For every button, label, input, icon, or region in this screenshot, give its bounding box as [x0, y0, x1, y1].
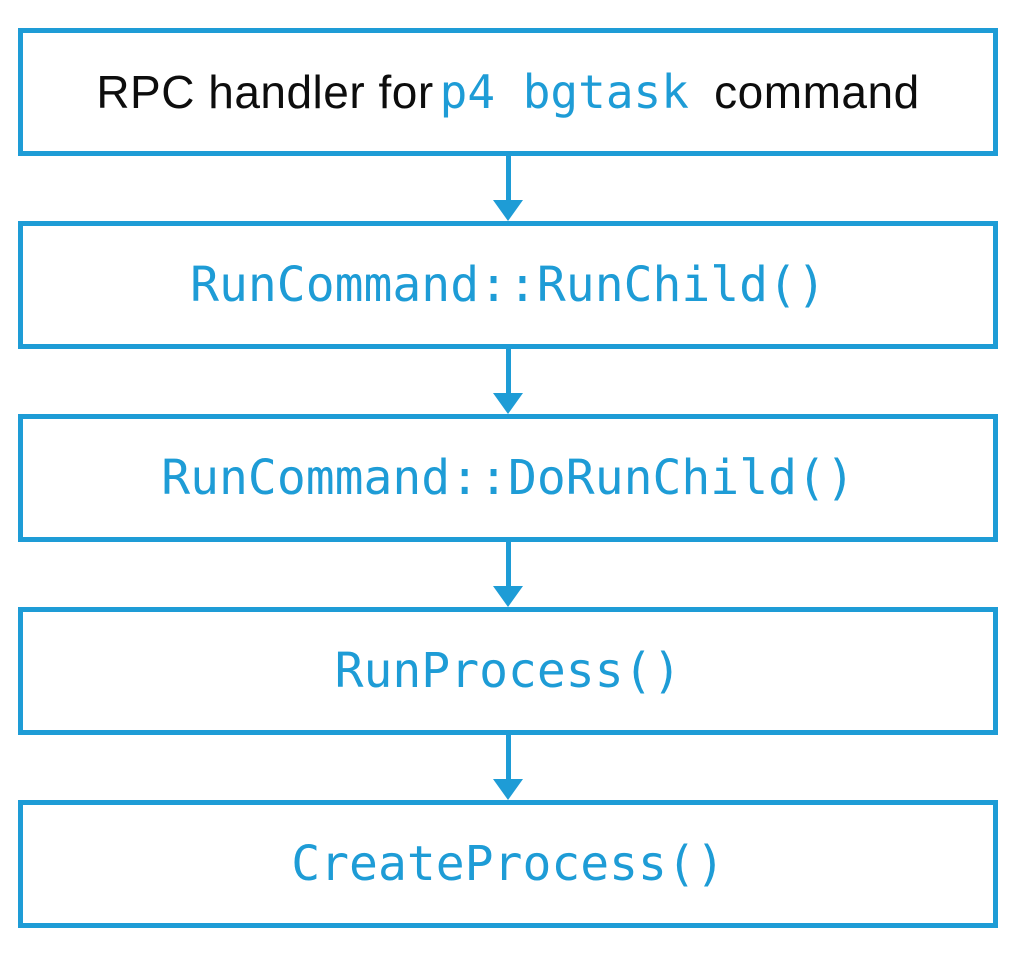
down-arrow-head — [493, 586, 523, 607]
flowchart: RPC handler for p4 bgtask command RunCom… — [18, 28, 998, 928]
down-arrow-head — [493, 779, 523, 800]
down-arrow-head — [493, 393, 523, 414]
down-arrow-line — [505, 156, 511, 200]
down-arrow — [18, 156, 998, 221]
flow-node-runcommand-runchild: RunCommand::RunChild() — [18, 221, 998, 349]
flow-node-label: CreateProcess() — [291, 836, 725, 892]
down-arrow — [18, 349, 998, 414]
flow-node-rpc-handler: RPC handler for p4 bgtask command — [18, 28, 998, 156]
flow-node-runcommand-dorunchild: RunCommand::DoRunChild() — [18, 414, 998, 542]
down-arrow-head — [493, 200, 523, 221]
flow-node-label: RunCommand::DoRunChild() — [161, 450, 855, 506]
flow-node-label: command — [700, 66, 920, 118]
flow-node-createprocess: CreateProcess() — [18, 800, 998, 928]
inline-code-p4-bgtask: p4 bgtask — [439, 65, 689, 119]
down-arrow-line — [505, 735, 511, 779]
flow-node-runprocess: RunProcess() — [18, 607, 998, 735]
flow-node-label: RPC handler for — [96, 66, 434, 118]
down-arrow — [18, 735, 998, 800]
down-arrow-line — [505, 542, 511, 586]
flow-node-label: RunCommand::RunChild() — [190, 257, 826, 313]
down-arrow — [18, 542, 998, 607]
flow-node-label: RunProcess() — [334, 643, 682, 699]
down-arrow-line — [505, 349, 511, 393]
